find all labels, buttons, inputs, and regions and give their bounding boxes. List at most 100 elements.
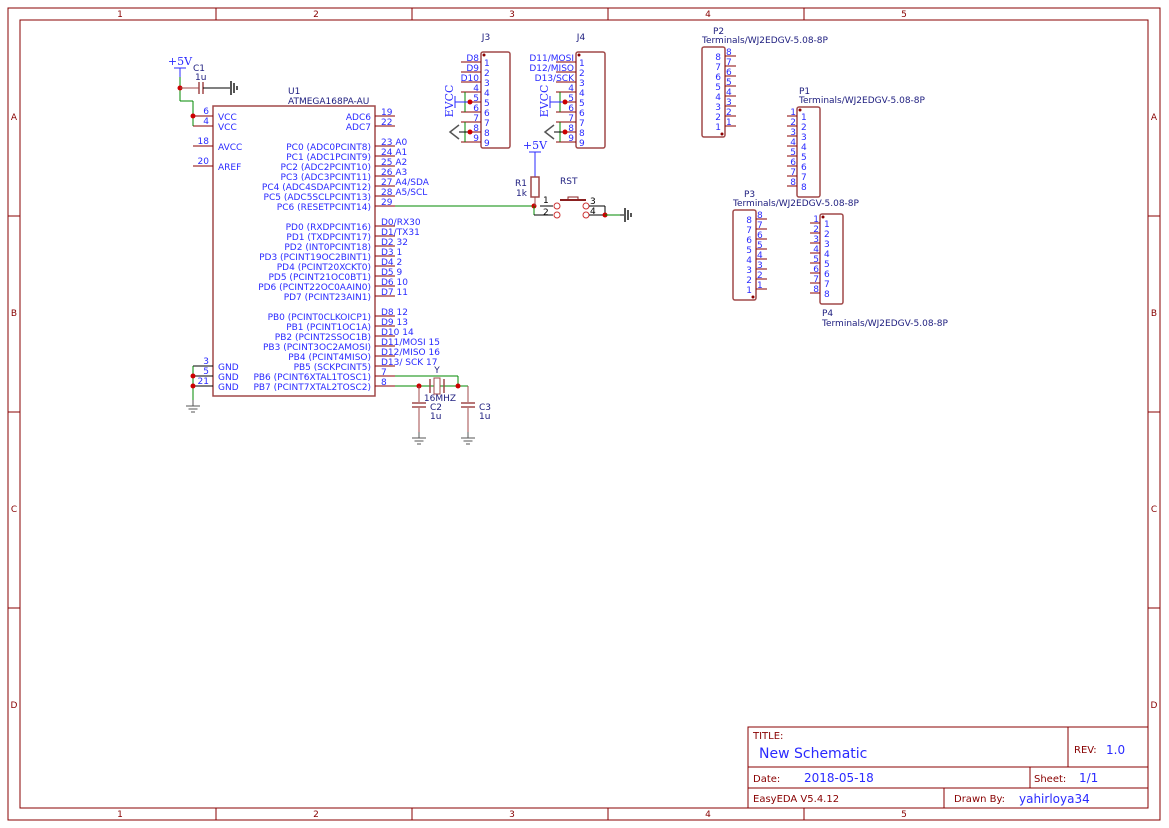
r1-body <box>530 176 540 198</box>
pin-number: 5 <box>801 153 807 163</box>
row-label-right: D <box>1151 701 1158 711</box>
pin1-marker <box>798 108 802 112</box>
drawn-by-value: yahirloya34 <box>1019 792 1090 806</box>
pin-number: 9 <box>473 134 479 144</box>
sheet-label: Sheet: <box>1034 774 1066 785</box>
pin-name: PD7 (PCINT23AIN1) <box>284 293 371 303</box>
rst-button-cap <box>567 196 579 201</box>
pin-number: 3 <box>715 103 721 113</box>
pin-number: 6 <box>726 68 732 78</box>
j4-designator: J4 <box>576 33 586 43</box>
pin-number: 5 <box>203 367 209 377</box>
column-label-bottom: 4 <box>705 810 711 820</box>
pin-number: 2 <box>484 69 490 79</box>
column-label-top: 3 <box>509 10 515 20</box>
inner-border <box>19 19 1149 809</box>
title-block: TITLE: New Schematic REV: 1.0 Date: 2018… <box>747 726 1149 809</box>
pin-name: PC0 (ADC0PCINT8) <box>286 143 371 153</box>
pin-name: VCC <box>218 123 237 133</box>
pin-number: 1 <box>579 59 585 69</box>
pin-number: 7 <box>473 114 479 124</box>
pin-name: PD3 (PCINT19OC2BINT1) <box>259 253 371 263</box>
row-label-left: B <box>11 309 17 319</box>
p2-body <box>701 46 726 138</box>
pin-number: 1 <box>757 281 763 291</box>
pin-number: 6 <box>473 104 479 114</box>
pin-name: PC3 (ADC3PCINT11) <box>281 173 371 183</box>
pin-net-label: D13/SCK <box>535 74 575 84</box>
pin-number: 5 <box>579 99 585 109</box>
pin1-marker <box>821 215 825 219</box>
pin-number: 5 <box>790 148 796 158</box>
pin-number: 4 <box>726 88 732 98</box>
crystal-designator: Y <box>433 366 440 376</box>
c2-value: 1u <box>430 412 441 422</box>
pin-number: 7 <box>726 58 732 68</box>
c2-designator: C2 <box>430 403 442 413</box>
pin-number: 3 <box>203 357 209 367</box>
pin-number: 1 <box>813 215 819 225</box>
pin-name: PD6 (PCINT22OC0AAIN0) <box>258 283 371 293</box>
pin-number: 8 <box>484 129 490 139</box>
crystal-value: 16MHZ <box>424 394 456 404</box>
row-label-right: B <box>1151 309 1157 319</box>
pin-number: 6 <box>746 236 752 246</box>
pin-number: 1 <box>715 123 721 133</box>
pin-net-label: D13/ SCK 17 <box>381 358 438 368</box>
rev-value: 1.0 <box>1106 743 1125 757</box>
pin-name: AREF <box>218 163 241 173</box>
rst-contact <box>582 211 590 219</box>
pin-number: 8 <box>726 48 732 58</box>
power-label: +5V <box>523 139 548 152</box>
pin-net-label: D9 13 <box>381 318 408 328</box>
pin-name: PB0 (PCINT0CLKOICP1) <box>268 313 371 323</box>
rst-pin-2: 2 <box>543 208 549 218</box>
pin-number: 3 <box>824 240 830 250</box>
evcc-label: EVCC <box>443 85 456 118</box>
pin-number: 6 <box>203 107 209 117</box>
pin-net-label: 22 <box>381 118 392 128</box>
sheet-value: 1/1 <box>1079 771 1098 785</box>
rst-designator: RST <box>560 177 578 187</box>
pin-number: 8 <box>757 211 763 221</box>
pin-name: PB4 (PCINT4MISO) <box>288 353 371 363</box>
row-label-right: A <box>1151 113 1158 123</box>
pin-name: PD2 (INT0PCINT18) <box>284 243 371 253</box>
schematic-parts[interactable]: U1ATMEGA168PA-AU6VCC4VCC18AVCC20AREF3GND… <box>168 27 949 445</box>
junction-dot <box>467 129 473 135</box>
c1-designator: C1 <box>193 64 205 74</box>
c3-value: 1u <box>479 412 490 422</box>
pin-number: 7 <box>813 275 819 285</box>
j4-body <box>575 51 606 149</box>
pin-number: 2 <box>790 118 796 128</box>
pin-number: 6 <box>484 109 490 119</box>
p4-part-name: Terminals/WJ2EDGV-5.08-8P <box>821 319 949 329</box>
ground-icon <box>448 124 460 140</box>
p1-body <box>796 106 821 198</box>
rst-contact <box>582 202 590 210</box>
pin-name: PC2 (ADC2PCINT10) <box>281 163 371 173</box>
r1-value: 1k <box>516 189 528 199</box>
pin-name: PB3 (PCINT3OC2AMOSI) <box>263 343 371 353</box>
pin-number: 8 <box>790 178 796 188</box>
pin-number: 5 <box>757 241 763 251</box>
pin-name: PB5 (SCKPCINT5) <box>294 363 371 373</box>
ground-icon <box>461 432 475 445</box>
pin-number: 5 <box>824 260 830 270</box>
junction-dot <box>467 99 473 105</box>
junction-dot <box>562 129 568 135</box>
pin-number: 4 <box>790 138 796 148</box>
pin-number: 6 <box>790 158 796 168</box>
pin-net-label: 26 A3 <box>381 168 407 178</box>
column-label-top: 1 <box>117 10 123 20</box>
pin-number: 9 <box>568 134 574 144</box>
pin-name: PB7 (PCINT7XTAL2TOSC2) <box>253 383 371 393</box>
pin-number: 8 <box>579 129 585 139</box>
pin-net-label: D3 1 <box>381 248 402 258</box>
pin-name: PD1 (TXDPCINT17) <box>286 233 371 243</box>
pin-number: 8 <box>746 216 752 226</box>
pin-number: 18 <box>198 137 210 147</box>
junction-dot <box>190 373 196 379</box>
pin-name: PB1 (PCINT1OC1A) <box>286 323 371 333</box>
